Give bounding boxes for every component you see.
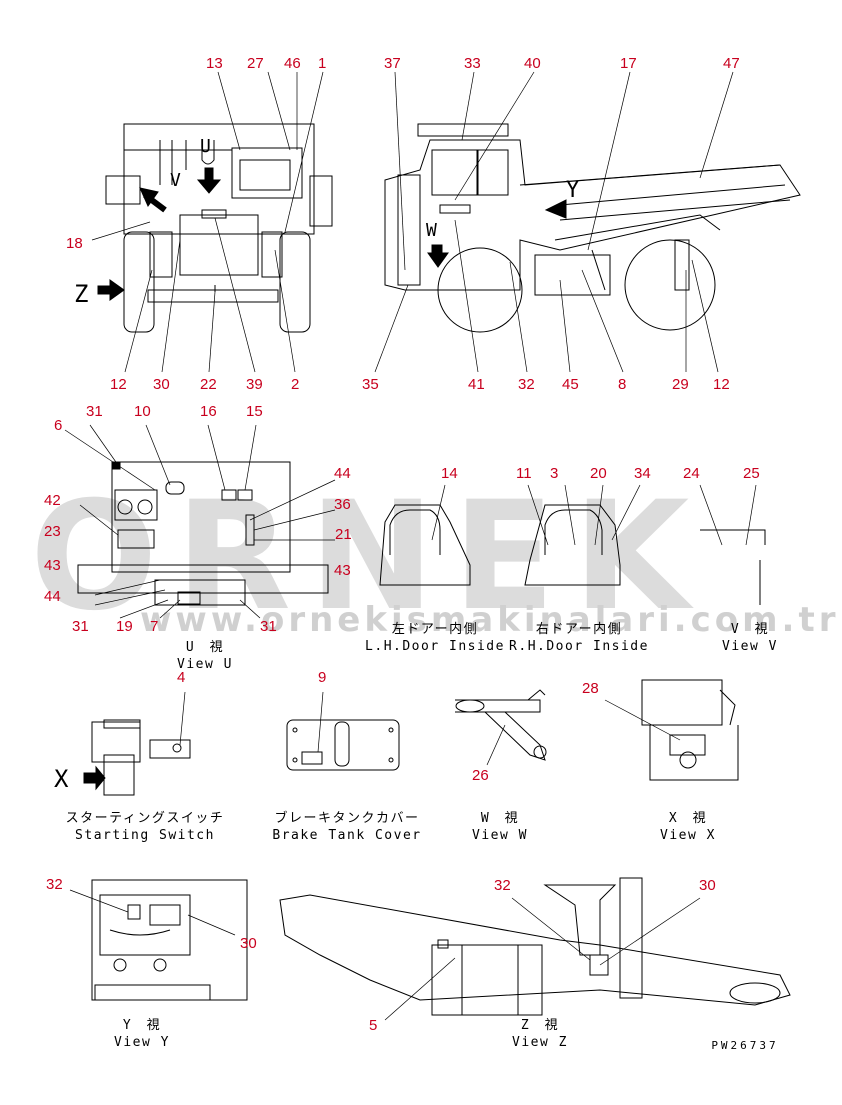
caption-starting-switch: Starting Switch: [75, 828, 215, 843]
caption-brake-tank-jp: ブレーキタンクカバー: [274, 811, 420, 826]
callout-31: 31: [86, 403, 103, 420]
callout-31: 31: [72, 618, 89, 635]
callout-22: 22: [200, 376, 217, 393]
callout-40: 40: [524, 55, 541, 72]
caption-starting-switch-jp: スターティングスイッチ: [65, 811, 225, 826]
view-mark-u: U: [200, 136, 211, 157]
caption-view-v-jp: V 視: [730, 622, 770, 637]
callout-9: 9: [318, 669, 327, 686]
view-w-panel: [455, 689, 547, 766]
drawing-number: PW26737: [711, 1039, 779, 1052]
view-z-panel: [279, 877, 791, 1021]
callout-42: 42: [44, 492, 61, 509]
callout-28: 28: [582, 680, 599, 697]
callout-31: 31: [260, 618, 277, 635]
caption-view-u-jp: U 視: [185, 640, 225, 655]
truck-side-view: [374, 71, 801, 373]
callout-37: 37: [384, 55, 401, 72]
callout-15: 15: [246, 403, 263, 420]
callout-21: 21: [335, 526, 352, 543]
callout-32: 32: [46, 876, 63, 893]
view-y-panel: [69, 879, 248, 1001]
caption-view-w-jp: W 視: [480, 811, 520, 826]
caption-view-y: View Y: [114, 1035, 170, 1050]
callout-8: 8: [618, 376, 627, 393]
callout-43: 43: [44, 557, 61, 574]
callout-29: 29: [672, 376, 689, 393]
callout-4: 4: [177, 669, 186, 686]
callout-18: 18: [66, 235, 83, 252]
view-mark-v: V: [170, 170, 181, 191]
callout-11: 11: [516, 465, 532, 482]
callout-35: 35: [362, 376, 379, 393]
callout-30: 30: [240, 935, 257, 952]
callout-41: 41: [468, 376, 485, 393]
callout-12: 12: [713, 376, 730, 393]
callout-25: 25: [743, 465, 760, 482]
callout-26: 26: [472, 767, 489, 784]
callout-12: 12: [110, 376, 127, 393]
callout-2: 2: [291, 376, 300, 393]
caption-view-x-jp: X 視: [668, 811, 708, 826]
callout-6: 6: [54, 417, 63, 434]
caption-view-z: View Z: [512, 1035, 568, 1050]
callout-44: 44: [44, 588, 61, 605]
callout-5: 5: [369, 1017, 378, 1034]
caption-view-v: View V: [722, 639, 778, 654]
callout-44: 44: [334, 465, 351, 482]
callout-14: 14: [441, 465, 458, 482]
starting-switch-panel: [83, 691, 191, 796]
caption-view-u: View U: [177, 657, 233, 672]
view-x-panel: [604, 679, 739, 781]
callout-43: 43: [334, 562, 351, 579]
rh-door-panel: [524, 484, 641, 586]
watermark-url: www.ornekismakinalari.com.tr: [140, 600, 840, 640]
truck-front-view: [91, 71, 333, 373]
caption-view-w: View W: [472, 828, 528, 843]
callout-32: 32: [494, 877, 511, 894]
caption-view-x: View X: [660, 828, 716, 843]
caption-view-y-jp: Y 視: [122, 1018, 162, 1033]
callout-19: 19: [116, 618, 133, 635]
callout-30: 30: [153, 376, 170, 393]
callout-33: 33: [464, 55, 481, 72]
callout-39: 39: [246, 376, 263, 393]
caption-brake-tank: Brake Tank Cover: [272, 828, 422, 843]
view-mark-y: Y: [566, 178, 580, 203]
caption-lh-door-jp: 左ドアー内側: [391, 622, 479, 637]
caption-rh-door: R.H.Door Inside: [509, 639, 649, 654]
view-v-panel: [699, 484, 766, 605]
callout-36: 36: [334, 496, 351, 513]
callout-32: 32: [518, 376, 535, 393]
callout-27: 27: [247, 55, 264, 72]
callout-46: 46: [284, 55, 301, 72]
view-mark-x: X: [54, 765, 69, 793]
callout-16: 16: [200, 403, 217, 420]
caption-lh-door: L.H.Door Inside: [365, 639, 505, 654]
callout-20: 20: [590, 465, 607, 482]
caption-view-z-jp: Z 視: [520, 1018, 560, 1033]
callout-7: 7: [150, 618, 159, 635]
caption-rh-door-jp: 右ドアー内側: [535, 622, 623, 637]
callout-45: 45: [562, 376, 579, 393]
callout-34: 34: [634, 465, 651, 482]
callout-13: 13: [206, 55, 223, 72]
callout-1: 1: [318, 55, 327, 72]
view-mark-z: Z: [74, 280, 89, 308]
callout-24: 24: [683, 465, 700, 482]
callout-23: 23: [44, 523, 61, 540]
view-mark-w: W: [426, 220, 437, 241]
watermark-brand: ORNEK: [30, 470, 708, 644]
callout-47: 47: [723, 55, 740, 72]
callout-3: 3: [550, 465, 559, 482]
view-u-panel: [64, 424, 336, 619]
callout-17: 17: [620, 55, 637, 72]
callout-10: 10: [134, 403, 151, 420]
brake-tank-cover-panel: [286, 691, 400, 771]
lh-door-panel: [379, 484, 471, 586]
callout-30: 30: [699, 877, 716, 894]
